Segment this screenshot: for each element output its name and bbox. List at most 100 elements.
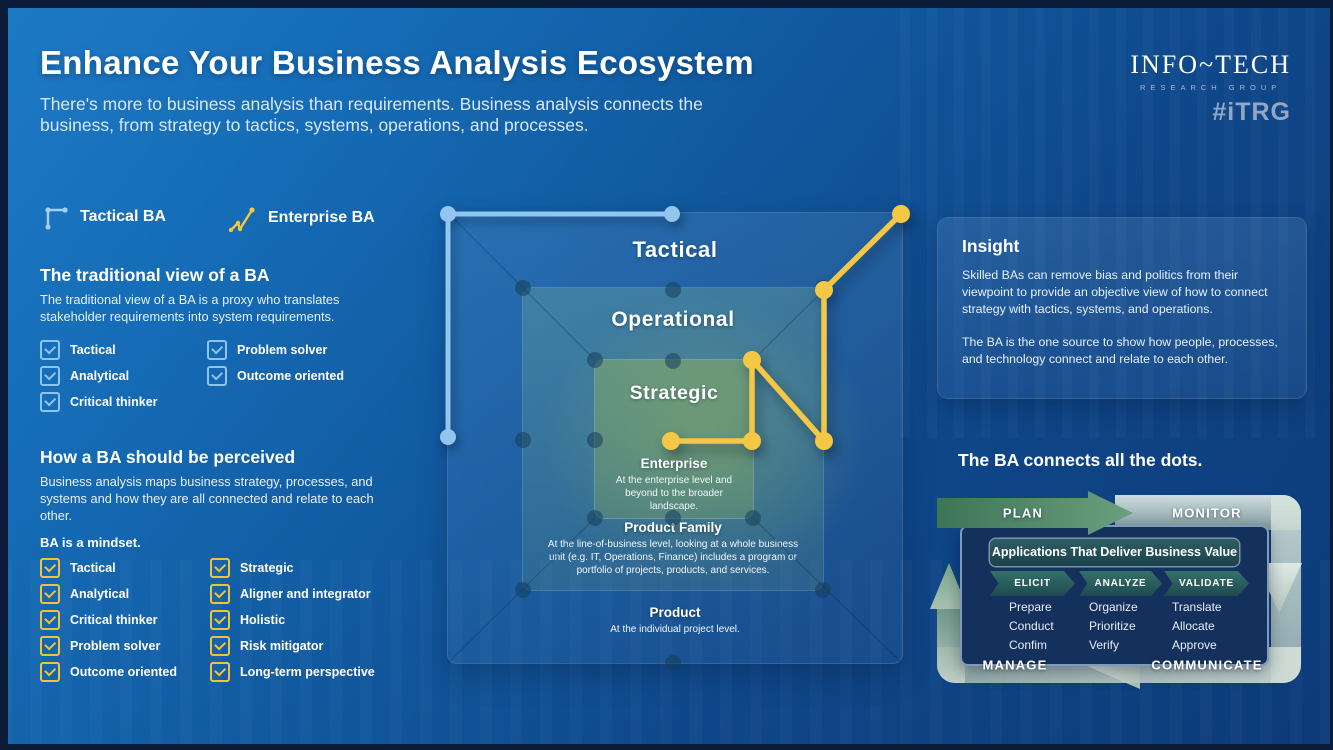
checked-checkbox-icon (40, 340, 60, 360)
traditional-checklist-col1: Tactical Analytical Critical thinker (40, 340, 158, 412)
checkbox-item: Problem solver (207, 340, 344, 360)
checkbox-label: Outcome oriented (237, 369, 344, 383)
checkbox-item: Risk mitigator (210, 636, 375, 656)
applications-panel: Applications That Deliver Business Value… (960, 525, 1269, 666)
communicate-label: COMMUNICATE (1151, 657, 1263, 673)
product-caption: Product At the individual project level. (448, 605, 902, 636)
product-body: At the individual project level. (610, 624, 740, 635)
elicit-steps: Prepare Conduct Confim (1009, 600, 1054, 652)
checkbox-item: Tactical (40, 558, 177, 578)
perceived-checklist-col1: Tactical Analytical Critical thinker Pro… (40, 558, 177, 682)
checkbox-label: Analytical (70, 587, 130, 601)
frame-edge (0, 744, 1333, 750)
step-item: Prioritize (1089, 619, 1136, 633)
analyze-steps: Organize Prioritize Verify (1089, 600, 1138, 652)
step-item: Organize (1089, 600, 1138, 614)
checked-checkbox-icon (40, 636, 60, 656)
tactical-line-icon (45, 207, 68, 230)
checked-checkbox-icon (210, 636, 230, 656)
plan-label: PLAN (1002, 505, 1044, 521)
step-item: Approve (1172, 638, 1217, 652)
validate-chevron: VALIDATE (1164, 571, 1249, 596)
enterprise-body: At the enterprise level and beyond to th… (615, 475, 733, 512)
checkbox-label: Problem solver (70, 639, 161, 653)
logo-brand: INFO~TECH (1130, 50, 1291, 79)
perceived-checklist-col2: Strategic Aligner and integrator Holisti… (210, 558, 375, 682)
checked-checkbox-icon (207, 340, 227, 360)
analyze-chevron: ANALYZE (1079, 571, 1162, 596)
product-family-body: At the line-of-business level, looking a… (547, 539, 799, 576)
checkbox-label: Tactical (70, 561, 116, 575)
monitor-label: MONITOR (1172, 505, 1242, 521)
mindset-label: BA is a mindset. (40, 535, 141, 550)
checked-checkbox-icon (40, 392, 60, 412)
enterprise-title: Enterprise (640, 456, 708, 471)
product-family-title: Product Family (624, 520, 722, 535)
checkbox-item: Critical thinker (40, 392, 158, 412)
insight-paragraph-2: The BA is the one source to show how peo… (962, 334, 1278, 366)
frame-edge (0, 0, 8, 750)
checked-checkbox-icon (210, 662, 230, 682)
strategic-square: Strategic Enterprise At the enterprise l… (595, 360, 753, 518)
step-item: Allocate (1172, 619, 1215, 633)
checked-checkbox-icon (40, 584, 60, 604)
step-item: Conduct (1009, 619, 1054, 633)
checkbox-label: Problem solver (237, 343, 328, 357)
checked-checkbox-icon (210, 558, 230, 578)
checkbox-item: Long-term perspective (210, 662, 375, 682)
insight-heading: Insight (962, 236, 1020, 256)
checkbox-item: Aligner and integrator (210, 584, 375, 604)
frame-edge (1330, 0, 1333, 750)
infotech-logo: INFO~TECH RESEARCH GROUP #iTRG (1130, 50, 1291, 127)
checked-checkbox-icon (207, 366, 227, 386)
checkbox-item: Outcome oriented (207, 366, 344, 386)
checked-checkbox-icon (210, 610, 230, 630)
checked-checkbox-icon (40, 610, 60, 630)
checkbox-item: Tactical (40, 340, 158, 360)
page-subtitle: There's more to business analysis than r… (40, 94, 703, 136)
legend-label: Tactical BA (80, 208, 166, 225)
frame-edge (0, 0, 1333, 8)
checkbox-label: Strategic (240, 561, 294, 575)
applications-banner: Applications That Deliver Business Value (990, 539, 1239, 566)
checkbox-label: Outcome oriented (70, 665, 177, 679)
page-title: Enhance Your Business Analysis Ecosystem (40, 44, 754, 81)
checkbox-label: Critical thinker (70, 395, 158, 409)
traditional-checklist-col2: Problem solver Outcome oriented (207, 340, 344, 386)
checked-checkbox-icon (40, 558, 60, 578)
validate-steps: Translate Allocate Approve (1172, 600, 1222, 652)
checkbox-label: Risk mitigator (240, 639, 324, 653)
checkbox-item: Analytical (40, 584, 177, 604)
tactical-label: Tactical (632, 237, 718, 262)
insight-panel: Insight Skilled BAs can remove bias and … (938, 218, 1306, 398)
plan-arrow-right-icon (937, 491, 1133, 535)
product-family-caption: Product Family At the line-of-business l… (523, 520, 823, 577)
legend-item-tactical-ba: Tactical BA (42, 204, 166, 230)
step-item: Prepare (1009, 600, 1052, 614)
checkbox-label: Tactical (70, 343, 116, 357)
checkbox-label: Aligner and integrator (240, 587, 371, 601)
legend-label: Enterprise BA (268, 209, 375, 226)
manage-label: MANAGE (982, 657, 1048, 673)
step-item: Translate (1172, 600, 1222, 614)
checkbox-item: Problem solver (40, 636, 177, 656)
checkbox-item: Outcome oriented (40, 662, 177, 682)
logo-division: RESEARCH GROUP (1140, 83, 1282, 92)
connects-heading: The BA connects all the dots. (958, 450, 1203, 470)
checked-checkbox-icon (40, 366, 60, 386)
checkbox-item: Holistic (210, 610, 375, 630)
enterprise-line-icon (228, 207, 255, 232)
strategic-label: Strategic (629, 382, 719, 404)
logo-hashtag: #iTRG (1212, 98, 1291, 126)
elicit-chevron: ELICIT (990, 571, 1075, 596)
checked-checkbox-icon (210, 584, 230, 604)
checkbox-label: Holistic (240, 613, 286, 627)
enterprise-caption: Enterprise At the enterprise level and b… (595, 456, 753, 513)
traditional-view-heading: The traditional view of a BA (40, 265, 270, 285)
checkbox-item: Analytical (40, 366, 158, 386)
checked-checkbox-icon (40, 662, 60, 682)
step-item: Verify (1089, 638, 1120, 652)
perceived-heading: How a BA should be perceived (40, 447, 296, 467)
legend-item-enterprise-ba: Enterprise BA (228, 204, 375, 232)
